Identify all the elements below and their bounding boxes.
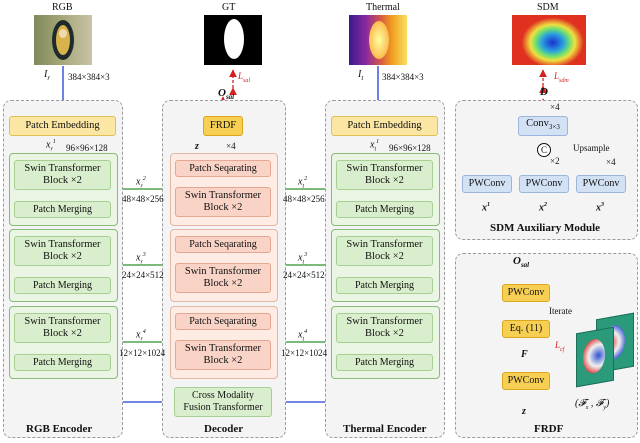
rgb-patch-merging-2: Patch Merging: [14, 277, 111, 294]
input-dim-rgb: 384×384×3: [68, 72, 110, 82]
frdf-block: FRDF: [203, 116, 243, 136]
decoder-title: Decoder: [204, 423, 244, 435]
flow-field-x: [576, 326, 614, 388]
sdm-pwconv-2: PWConv: [519, 175, 569, 193]
gt-header: GT: [222, 2, 236, 13]
lsdm-label: Lsdm: [554, 71, 569, 84]
thermal-patch-merging-3: Patch Merging: [336, 354, 433, 371]
thermal-encoder-title: Thermal Encoder: [343, 423, 427, 435]
x3t-label: xt3: [298, 252, 308, 266]
upsample-label: Upsample: [573, 143, 610, 153]
sdm-module-title: SDM Auxiliary Module: [490, 222, 601, 234]
it-label: It: [358, 69, 364, 82]
x3r-label: xr3: [136, 252, 146, 266]
decoder-patch-separating-1: Patch Seqarating: [175, 160, 271, 177]
rgb-dim-3: 24×24×512: [122, 270, 164, 280]
sdm-header: SDM: [537, 2, 559, 13]
thermal-dim-4: 12×12×1024: [281, 348, 328, 358]
px3-label: x3: [596, 202, 604, 214]
frdf-pwconv-bottom: PWConv: [502, 372, 550, 390]
px1-label: x1: [482, 202, 490, 214]
thermal-dim-2: 48×48×256: [283, 194, 325, 204]
z-label: z: [195, 141, 199, 152]
thermal-patch-merging-1: Patch Merging: [336, 201, 433, 218]
rgb-image: [34, 15, 92, 65]
thermal-patch-merging-2: Patch Merging: [336, 277, 433, 294]
frdf-detail-panel: [455, 253, 638, 438]
rgb-dim-2: 48×48×256: [122, 194, 164, 204]
px2-label: x2: [539, 202, 547, 214]
rgb-patch-merging-1: Patch Merging: [14, 201, 111, 218]
sdm-pwconv-1: PWConv: [462, 175, 512, 193]
sdm-pwconv-3: PWConv: [576, 175, 626, 193]
sdm-times-4-top: ×4: [550, 102, 560, 112]
iterate-label: Iterate: [549, 306, 572, 316]
x2r-label: xr2: [136, 176, 146, 190]
thermal-header: Thermal: [366, 2, 400, 13]
x1r-label: xr1: [46, 139, 56, 153]
f-label: F: [521, 349, 528, 360]
rgb-patch-embedding: Patch Embedding: [9, 116, 116, 136]
rgb-encoder-title: RGB Encoder: [26, 423, 93, 435]
rgb-dim-4: 12×12×1024: [119, 348, 166, 358]
x2t-label: xt2: [298, 176, 308, 190]
input-dim-thermal: 384×384×3: [382, 72, 424, 82]
d-label: D: [540, 86, 548, 98]
frdf-pwconv-top: PWConv: [502, 284, 550, 302]
sdm-conv3x3: Conv3×3: [518, 116, 568, 136]
frdf-osal-label: Osal: [513, 255, 530, 270]
x4t-label: xt4: [298, 329, 308, 343]
x4r-label: xr4: [136, 329, 146, 343]
thermal-dim-3: 24×24×512: [283, 270, 325, 280]
thermal-dim-1: 96×96×128: [389, 143, 431, 153]
rgb-header: RGB: [52, 2, 73, 13]
frdf-eq11: Eq. (11): [502, 320, 550, 338]
rgb-patch-merging-3: Patch Merging: [14, 354, 111, 371]
thermal-image: [349, 15, 407, 65]
frdf-title: FRDF: [534, 423, 564, 435]
fxfy-label: (𝓕x , 𝓕y): [575, 398, 610, 411]
lcf-label: Lcf: [555, 340, 565, 353]
decoder-patch-separating-2: Patch Seqarating: [175, 236, 271, 253]
lsal-label: Lsal: [238, 71, 251, 84]
rgb-dim-1: 96×96×128: [66, 143, 108, 153]
ir-label: Ir: [44, 69, 51, 82]
decoder-times-4: ×4: [226, 141, 236, 151]
sdm-image: [512, 15, 586, 65]
sdm-times-4-right: ×4: [606, 157, 616, 167]
sdm-times-2: ×2: [550, 156, 560, 166]
decoder-patch-separating-3: Patch Seqarating: [175, 313, 271, 330]
thermal-patch-embedding: Patch Embedding: [331, 116, 438, 136]
gt-mask-image: [204, 15, 262, 65]
concat-node: C: [537, 143, 551, 157]
frdf-z-label: z: [522, 406, 526, 417]
osal-label: Osal: [218, 87, 235, 102]
x1t-label: xt1: [370, 139, 380, 153]
